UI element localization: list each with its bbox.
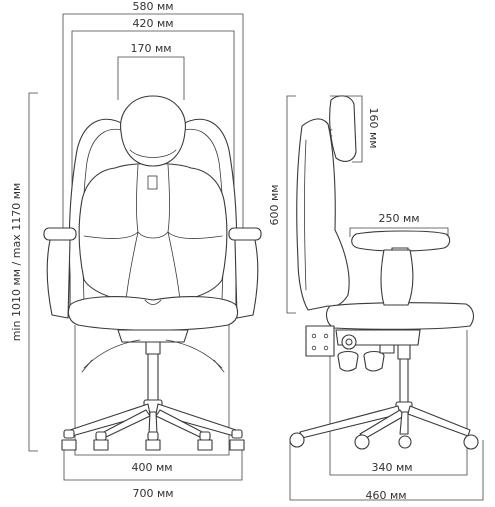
side-dimension-lines xyxy=(286,95,484,501)
label-armrest-depth: 250 мм xyxy=(378,212,419,225)
front-dimension-lines xyxy=(28,13,244,481)
label-overall-width: 580 мм xyxy=(132,0,173,13)
side-casters xyxy=(289,432,479,450)
label-headrest-height: 160 мм xyxy=(367,107,380,148)
label-height-range: min 1010 мм / max 1170 мм xyxy=(10,183,23,342)
label-base-diameter: 700 мм xyxy=(132,487,173,500)
label-backrest-height: 600 мм xyxy=(268,184,281,225)
label-headrest-width: 170 мм xyxy=(130,42,171,55)
dimension-labels: 580 мм 420 мм 170 мм min 1010 мм / max 1… xyxy=(10,0,420,502)
label-seat-depth: 340 мм xyxy=(371,461,412,474)
label-total-depth: 460 мм xyxy=(365,489,406,502)
side-chair-view xyxy=(289,95,479,450)
label-backrest-width: 420 мм xyxy=(132,17,173,30)
front-casters xyxy=(61,429,245,451)
label-seat-width: 400 мм xyxy=(131,461,172,474)
front-chair-view xyxy=(43,95,262,451)
